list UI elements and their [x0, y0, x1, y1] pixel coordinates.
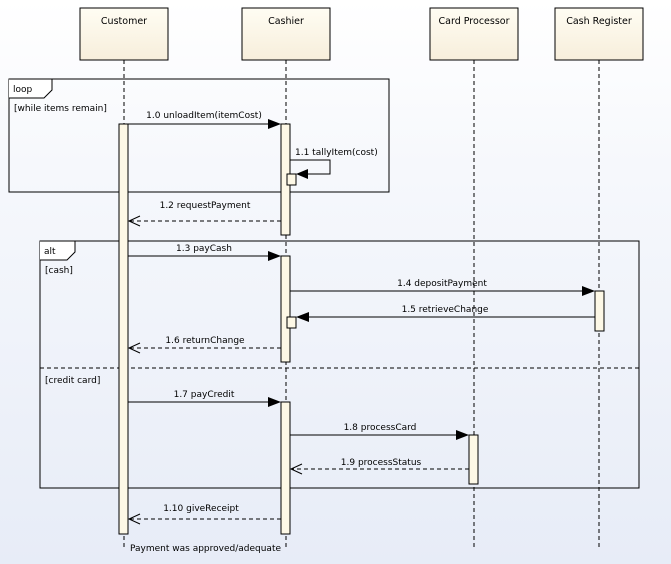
participant-cashier[interactable]: Cashier [241, 7, 331, 61]
message-1-5[interactable]: 1.5 retrieveChange [296, 305, 595, 322]
message-1-10-label: 1.10 giveReceipt [163, 504, 239, 514]
message-1-0[interactable]: 1.0 unloadItem(itemCost) [128, 111, 281, 129]
note-text: Payment was approved/adequate [130, 544, 281, 554]
participant-card-processor[interactable]: Card Processor [429, 7, 519, 61]
participant-customer-label: Customer [101, 16, 147, 27]
alt-operator: alt [44, 247, 56, 257]
message-1-9[interactable]: 1.9 processStatus [289, 458, 469, 475]
message-1-8[interactable]: 1.8 processCard [290, 423, 469, 440]
message-1-7[interactable]: 1.7 payCredit [128, 390, 281, 407]
message-1-1-label: 1.1 tallyItem(cost) [295, 148, 378, 158]
participant-cash-register-label: Cash Register [566, 16, 632, 27]
activation-cashier-change [286, 316, 297, 329]
message-1-1[interactable]: 1.1 tallyItem(cost) [290, 148, 378, 179]
message-1-6[interactable]: 1.6 returnChange [127, 336, 281, 354]
loop-fragment[interactable]: loop [while items remain] [8, 78, 390, 193]
activation-cashier-3 [280, 401, 291, 535]
activation-cashier-self [286, 173, 297, 186]
message-1-0-label: 1.0 unloadItem(itemCost) [146, 111, 262, 121]
message-1-4-label: 1.4 depositPayment [397, 279, 487, 289]
activation-cash-register [594, 290, 605, 332]
activation-cashier-2 [280, 255, 291, 363]
message-1-6-label: 1.6 returnChange [165, 336, 245, 346]
alt-guard-cash: [cash] [45, 266, 73, 276]
loop-operator: loop [13, 85, 33, 95]
participant-cashier-label: Cashier [268, 16, 304, 27]
participant-cash-register[interactable]: Cash Register [554, 7, 644, 61]
message-1-8-label: 1.8 processCard [344, 423, 417, 433]
loop-guard: [while items remain] [14, 104, 107, 114]
participant-customer[interactable]: Customer [79, 7, 169, 61]
message-1-3[interactable]: 1.3 payCash [128, 244, 281, 261]
alt-fragment[interactable]: alt [cash] [credit card] [39, 240, 640, 489]
message-1-2[interactable]: 1.2 requestPayment [127, 201, 281, 227]
message-1-9-label: 1.9 processStatus [341, 458, 422, 468]
message-1-3-label: 1.3 payCash [176, 244, 232, 254]
activation-customer [118, 123, 129, 535]
message-1-2-label: 1.2 requestPayment [160, 201, 251, 211]
message-1-10[interactable]: 1.10 giveReceipt [127, 504, 281, 525]
message-1-4[interactable]: 1.4 depositPayment [290, 279, 595, 296]
alt-guard-credit: [credit card] [45, 376, 100, 386]
activation-card-processor [468, 434, 479, 485]
participant-card-processor-label: Card Processor [439, 16, 510, 27]
message-1-7-label: 1.7 payCredit [174, 390, 235, 400]
message-1-5-label: 1.5 retrieveChange [402, 305, 489, 315]
